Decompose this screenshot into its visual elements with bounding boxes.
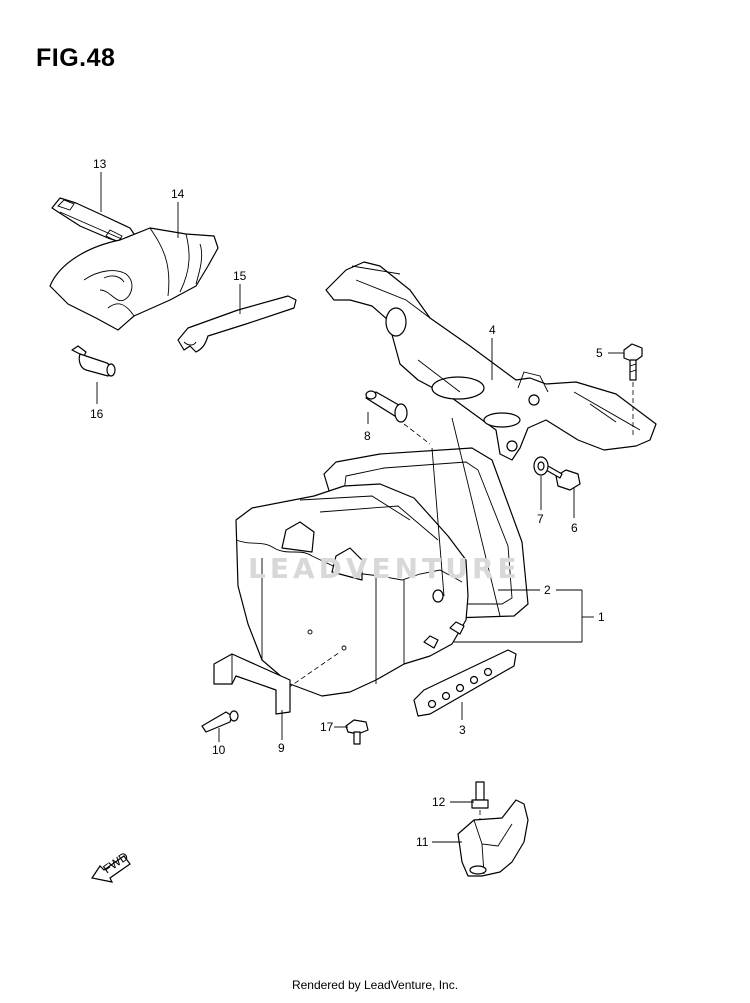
part-1-box[interactable] — [235, 483, 469, 697]
part-8-collar[interactable] — [365, 390, 408, 423]
watermark: LEADVENTURE — [248, 552, 521, 585]
callout-15[interactable]: 15 — [233, 269, 247, 283]
callout-4[interactable]: 4 — [489, 323, 496, 337]
callout-11[interactable]: 11 — [416, 835, 429, 849]
part-14-cover[interactable] — [49, 227, 219, 331]
guide-line-b — [431, 447, 445, 597]
figure-title: FIG.48 — [36, 44, 116, 72]
callout-16[interactable]: 16 — [90, 407, 104, 421]
callout-7[interactable]: 7 — [537, 512, 544, 526]
callout-3[interactable]: 3 — [459, 723, 466, 737]
callout-10[interactable]: 10 — [212, 743, 226, 757]
footer-credit: Rendered by LeadVenture, Inc. — [291, 978, 459, 992]
part-13-strap[interactable] — [51, 197, 135, 245]
callout-17[interactable]: 17 — [320, 720, 334, 734]
part-4-frame-bracket[interactable] — [325, 261, 657, 461]
callout-2[interactable]: 2 — [544, 583, 551, 597]
callout-9[interactable]: 9 — [278, 741, 285, 755]
part-12-rivet[interactable] — [471, 781, 489, 809]
part-7-washer[interactable] — [533, 456, 549, 476]
part-10-pin[interactable] — [201, 710, 239, 733]
callout-1[interactable]: 1 — [598, 610, 605, 624]
callout-labels: 13 14 15 16 4 5 8 7 6 2 1 3 10 9 17 12 1… — [90, 157, 605, 849]
callout-12[interactable]: 12 — [432, 795, 446, 809]
part-9-clamp[interactable] — [213, 653, 291, 715]
part-15-bracket[interactable] — [177, 295, 297, 353]
dash-line-8 — [403, 423, 431, 445]
callout-6[interactable]: 6 — [571, 521, 578, 535]
fwd-arrow-icon: FWD — [91, 849, 131, 883]
part-17-rivet[interactable] — [345, 719, 369, 745]
guide-line-a — [451, 417, 501, 617]
part-11-bracket[interactable] — [457, 799, 529, 877]
callout-8[interactable]: 8 — [364, 429, 371, 443]
part-16-grommet[interactable] — [71, 345, 116, 377]
callout-13[interactable]: 13 — [93, 157, 107, 171]
leader-lines — [96, 172, 624, 843]
part-5-bolt[interactable] — [623, 343, 643, 381]
callout-5[interactable]: 5 — [596, 346, 603, 360]
callout-14[interactable]: 14 — [171, 187, 185, 201]
part-3-strip[interactable] — [413, 649, 517, 717]
part-6-bolt[interactable] — [545, 465, 581, 491]
